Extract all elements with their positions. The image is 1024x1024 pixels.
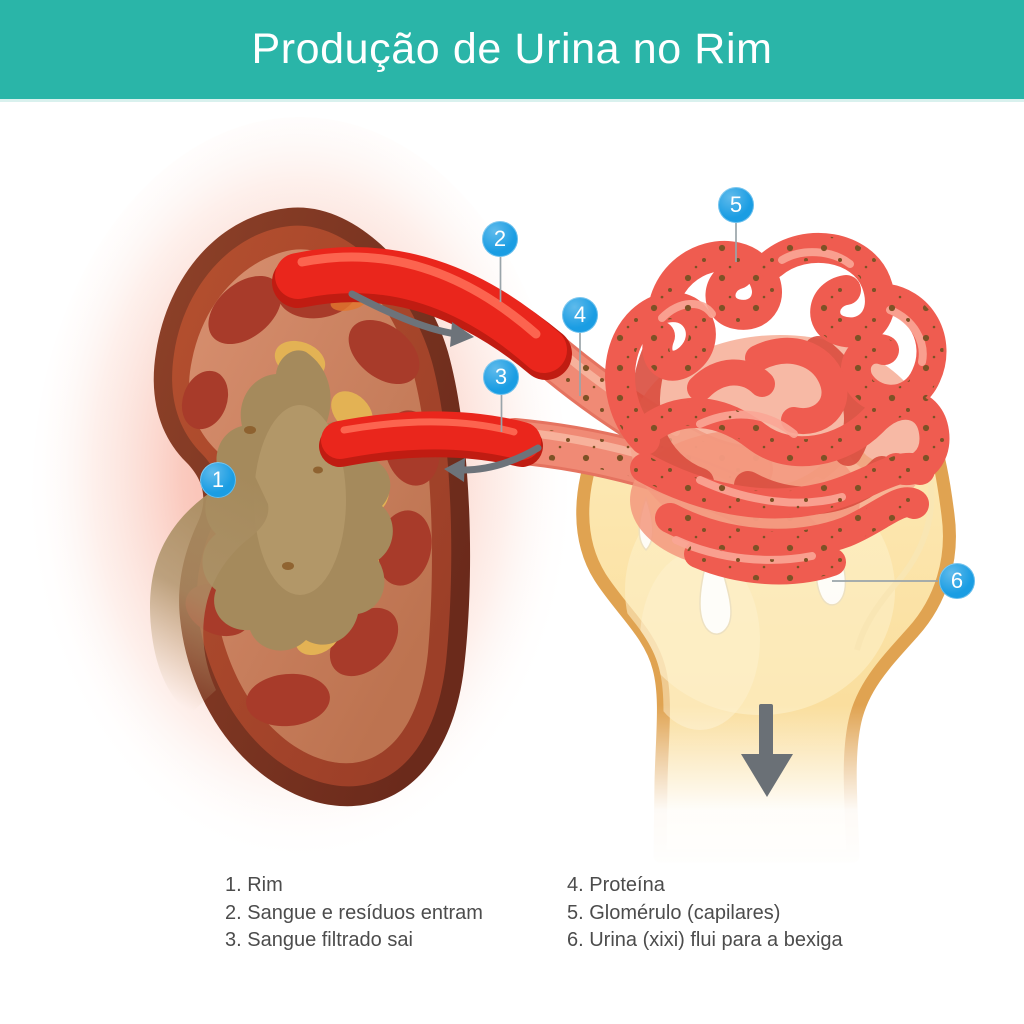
glomerulus: [620, 248, 934, 571]
legend-column-left: 1. Rim 2. Sangue e resíduos entram 3. Sa…: [225, 872, 483, 955]
marker-5: 5: [718, 187, 754, 223]
title-bar: Produção de Urina no Rim: [0, 0, 1024, 102]
marker-4: 4: [562, 297, 598, 333]
legend-item-1: 1. Rim: [225, 874, 283, 896]
marker-number: 6: [950, 568, 964, 593]
legend: 1. Rim 2. Sangue e resíduos entram 3. Sa…: [0, 872, 1024, 992]
pelvis-specks: [244, 426, 323, 570]
legend-item-2: 2. Sangue e resíduos entram: [225, 901, 483, 924]
page-title: Produção de Urina no Rim: [251, 25, 773, 73]
funnel-fadeout: [570, 705, 1024, 880]
legend-item-6: 6. Urina (xixi) flui para a bexiga: [567, 929, 843, 951]
renal-vein-blood-out: [319, 411, 543, 467]
renal-artery-blood-in: [272, 247, 572, 380]
marker-2: 2: [482, 221, 518, 257]
marker-3: 3: [483, 359, 519, 395]
flow-arrow-blood-out: [444, 444, 542, 482]
marker-number: 3: [494, 364, 508, 389]
legend-item-3: 3. Sangue filtrado sai: [225, 929, 413, 951]
marker-number: 4: [573, 302, 587, 327]
legend-column-right: 4. Proteína 5. Glomérulo (capilares) 6. …: [567, 872, 843, 955]
legend-item-4: 4. Proteína: [567, 874, 665, 896]
legend-item-5: 5. Glomérulo (capilares): [567, 901, 781, 924]
ureter: [150, 470, 269, 714]
flow-arrow-blood-in: [348, 290, 474, 347]
marker-number: 2: [493, 226, 507, 251]
leader-lines: [499, 223, 938, 582]
marker-1: 1: [200, 462, 236, 498]
marker-number: 1: [211, 467, 225, 492]
flow-arrow-urine-down: [741, 704, 793, 797]
marker-6: 6: [939, 563, 975, 599]
marker-number: 5: [729, 192, 743, 217]
